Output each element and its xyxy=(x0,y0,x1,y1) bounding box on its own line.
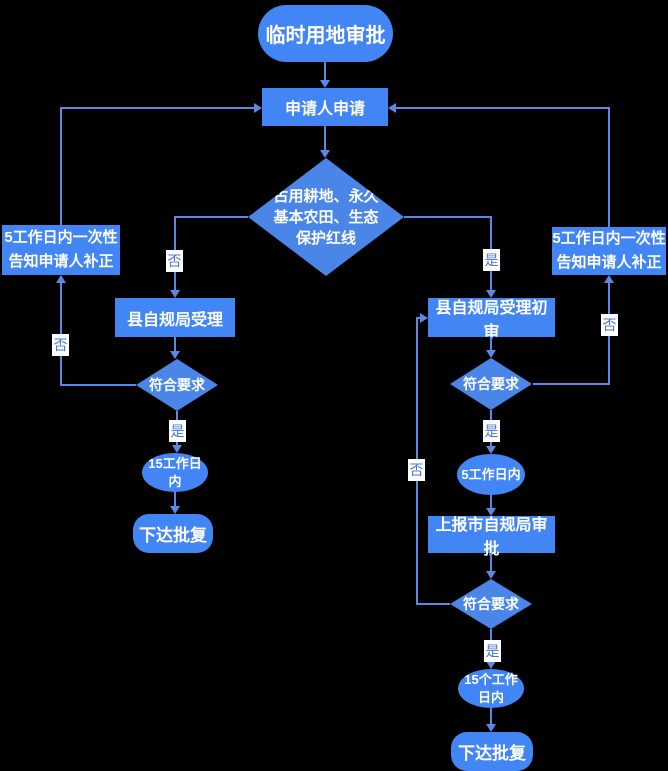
arrowhead-icon xyxy=(486,724,496,732)
edge-checkleft-no-v xyxy=(60,281,62,385)
edge-decision-yes-h xyxy=(404,216,491,218)
node-notify-correction-right: 5工作日内一次性 告知申请人补正 xyxy=(552,227,666,275)
edge-label-yes-decision-right: 是 xyxy=(483,249,500,271)
edge-label-no-checkleft: 否 xyxy=(52,334,69,356)
edge-check2-no-h2 xyxy=(416,317,422,319)
edge-days5-city xyxy=(490,495,492,511)
node-issue-approval-left: 下达批复 xyxy=(133,514,213,553)
arrowhead-icon xyxy=(420,313,428,323)
arrowhead-icon xyxy=(388,103,396,113)
edge-start-apply xyxy=(324,62,326,83)
edge-label-yes-check1: 是 xyxy=(483,420,500,442)
edge-label-no-decision-left: 否 xyxy=(166,250,183,272)
node-county-bureau-acceptance: 县自规局受理 xyxy=(115,298,235,337)
edge-label-no-check1: 否 xyxy=(601,314,618,336)
edge-check1-no-h xyxy=(533,383,609,385)
edge-decision-no-h xyxy=(174,216,248,218)
arrowhead-icon xyxy=(56,275,66,283)
arrowhead-icon xyxy=(486,571,496,579)
edge-apply-decision xyxy=(324,126,326,153)
node-decision-meets-requirements-right2: 符合要求 xyxy=(450,579,532,629)
edge-notifyleft-apply-v xyxy=(60,107,62,225)
node-duration-5-workdays: 5工作日内 xyxy=(457,454,525,495)
node-applicant-application: 申请人申请 xyxy=(262,88,388,126)
node-decision-land-occupation: 占用耕地、永久 基本农田、生态 保护红线 xyxy=(248,158,404,276)
node-duration-15-workdays-left: 15工作日 内 xyxy=(142,453,208,492)
edge-days15right-approve xyxy=(490,708,492,727)
edge-days15left-approve xyxy=(174,492,176,509)
arrowhead-icon xyxy=(486,661,496,669)
node-issue-approval-right: 下达批复 xyxy=(451,732,533,771)
node-notify-correction-left: 5工作日内一次性 告知申请人补正 xyxy=(2,225,120,275)
edge-accept-check xyxy=(174,337,176,354)
arrowhead-icon xyxy=(170,290,180,298)
node-decision-meets-requirements-right1: 符合要求 xyxy=(450,358,532,410)
edge-label-yes-check2: 是 xyxy=(484,640,501,662)
edge-city-check2 xyxy=(490,553,492,574)
arrowhead-icon xyxy=(170,351,180,359)
edge-label-no-check2: 否 xyxy=(408,459,425,481)
node-duration-15-workdays-right: 15个工作 日内 xyxy=(458,669,524,708)
edge-notifyright-apply-v xyxy=(608,107,610,227)
node-city-bureau-approval: 上报市自规局审批 xyxy=(428,516,555,558)
edge-check2-no-h1 xyxy=(416,603,450,605)
arrowhead-icon xyxy=(486,350,496,358)
arrowhead-icon xyxy=(320,80,330,88)
arrowhead-icon xyxy=(486,290,496,298)
edge-notifyleft-apply-h xyxy=(60,107,256,109)
node-start: 临时用地审批 xyxy=(258,5,393,62)
edge-label-yes-checkleft: 是 xyxy=(169,420,186,442)
arrowhead-icon xyxy=(170,506,180,514)
arrowhead-icon xyxy=(172,445,182,453)
edge-checkleft-no-h xyxy=(60,384,136,386)
node-county-bureau-preliminary-review: 县自规局受理初审 xyxy=(428,298,555,341)
arrowhead-icon xyxy=(604,275,614,283)
node-decision-meets-requirements-left: 符合要求 xyxy=(136,359,218,411)
arrowhead-icon xyxy=(486,446,496,454)
arrowhead-icon xyxy=(486,508,496,516)
arrowhead-icon xyxy=(254,103,262,113)
edge-review-check1 xyxy=(490,337,492,353)
arrowhead-icon xyxy=(320,150,330,158)
edge-notifyright-apply-h xyxy=(396,107,610,109)
